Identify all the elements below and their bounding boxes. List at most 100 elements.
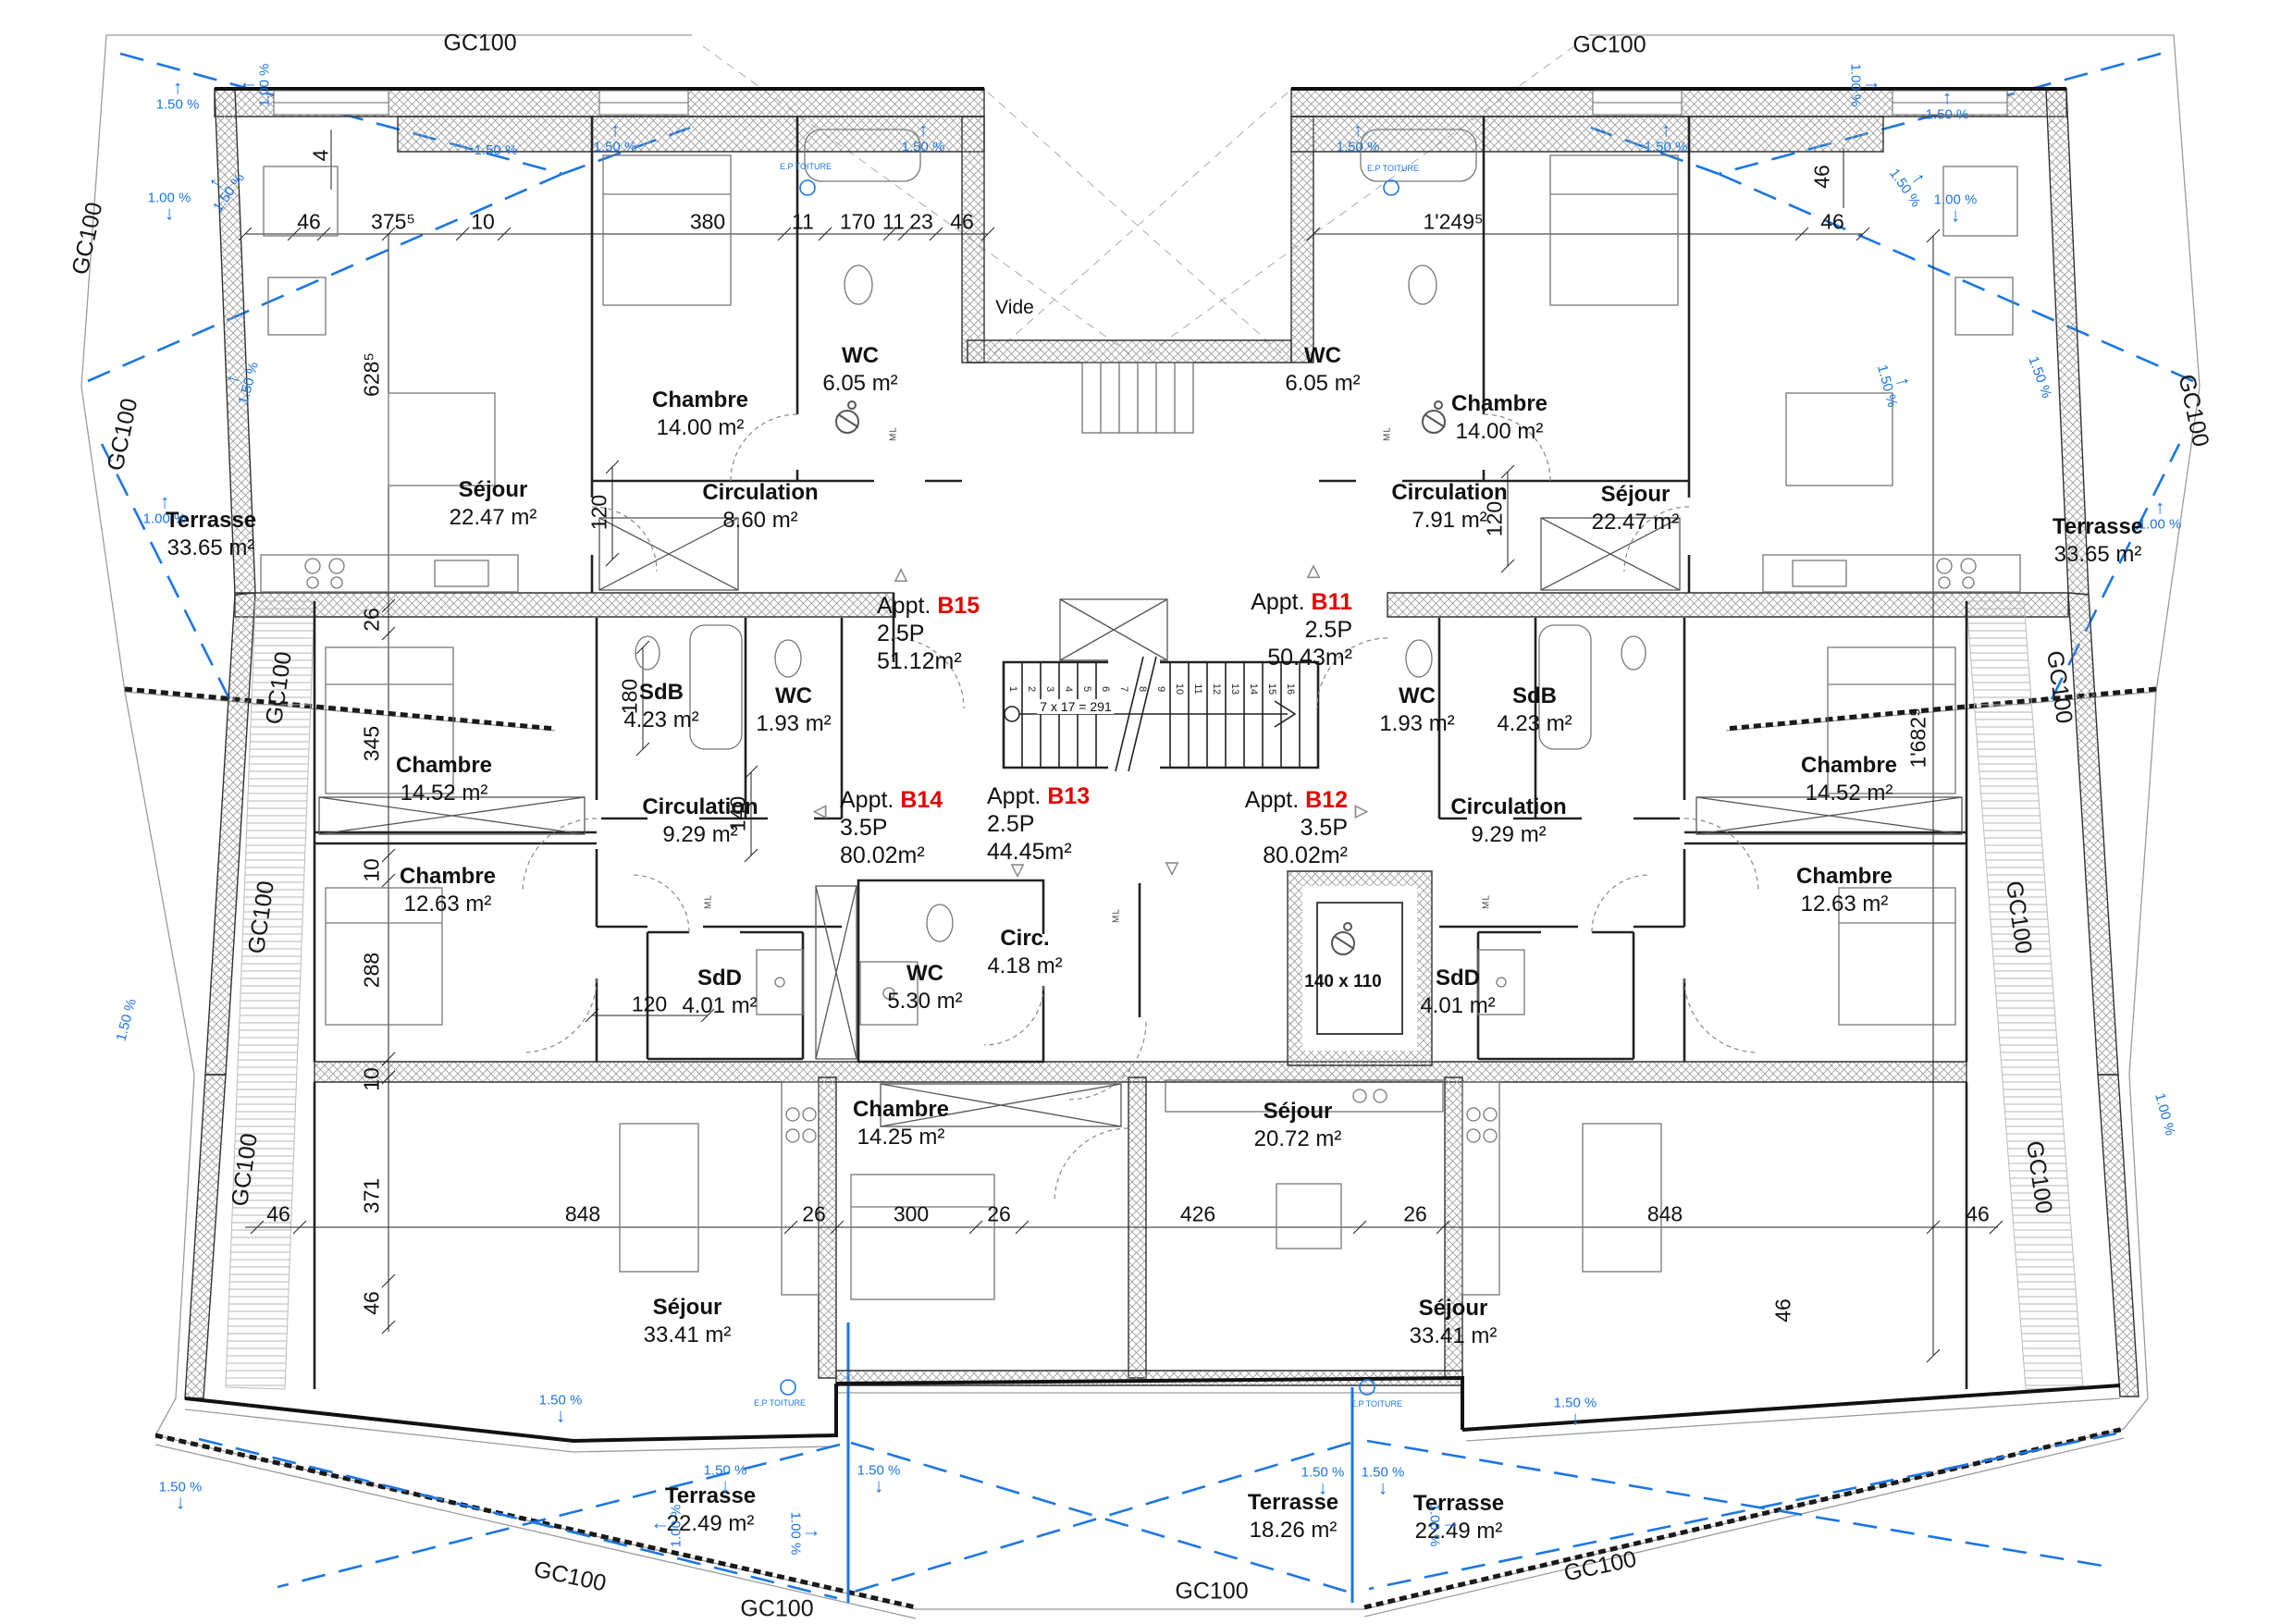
dimension-label: 10	[359, 1067, 384, 1091]
staircase	[1004, 656, 1301, 772]
slope-label: 1.00 %↓	[147, 190, 191, 225]
room-area: 14.52 m²	[400, 781, 488, 806]
slope-arrow-icon: ↓	[1570, 1408, 1581, 1430]
room-area: 12.63 m²	[403, 892, 492, 917]
room-name: Terrasse	[664, 1483, 757, 1508]
gc100-label: GC100	[2001, 879, 2037, 956]
room-name: SdD	[697, 966, 742, 990]
room-area: 33.65 m²	[2053, 542, 2142, 567]
slope-arrow-icon: ↑	[610, 119, 621, 141]
room-area: 4.23 m²	[623, 707, 699, 732]
gc100-label: GC100	[227, 1131, 263, 1209]
gc100-label: GC100	[1175, 1578, 1249, 1605]
partitions	[313, 117, 1968, 1389]
apartment-entry-marker: ▿	[1165, 852, 1179, 883]
slope-arrow-icon: ↓	[720, 1475, 731, 1497]
room-name: Circulation	[642, 794, 758, 819]
slope-arrow-icon: ↓	[873, 1475, 884, 1497]
apartment-id: B14	[900, 787, 943, 813]
slope-arrow-icon: ↓	[1950, 204, 1961, 227]
room-name: Séjour	[652, 1295, 722, 1320]
room-name: Séjour	[1600, 482, 1671, 507]
slope-arrow-icon: ↑	[159, 491, 170, 513]
room-area: 22.49 m²	[1414, 1519, 1503, 1544]
slope-label: ↑1.00 %	[237, 63, 273, 107]
stair-step-number: 8	[1137, 685, 1148, 693]
dimension-label: 26	[802, 1201, 826, 1226]
room-name: WC	[842, 343, 879, 368]
apartment-area: 80.02m²	[1263, 843, 1348, 868]
room-name: WC	[906, 961, 943, 986]
roof-drain-icons	[780, 179, 1399, 1396]
slope-arrow-icon: ↓	[555, 1405, 566, 1427]
slope-label: 1.50 %	[113, 997, 140, 1043]
ep-toiture-label: E.P TOITURE	[1366, 164, 1420, 173]
elevator	[1302, 886, 1417, 1051]
stair-step-number: 14	[1248, 683, 1259, 695]
washing-machine-label: ML	[888, 426, 899, 441]
dimension-label: 46	[950, 209, 974, 234]
slope-arrow-icon: ↑	[801, 1528, 823, 1539]
slope-label: ↑1.50 %	[1336, 119, 1380, 155]
room-area: 1.93 m²	[1379, 711, 1455, 736]
dimension-label: 46	[359, 1291, 384, 1315]
dimension-label: 23	[909, 209, 933, 234]
room-area: 4.01 m²	[682, 993, 758, 1018]
room-label-sdd: SdD 4.01 m²	[682, 965, 757, 1020]
room-area: 14.00 m²	[1455, 419, 1544, 444]
room-area: 33.41 m²	[643, 1323, 732, 1347]
stair-step-number: 16	[1285, 683, 1296, 695]
dimension-label: 46	[266, 1201, 290, 1226]
dimension-label: 120	[586, 494, 611, 531]
gc100-label: GC100	[67, 200, 108, 277]
slope-label: ↑1.00 %	[648, 1504, 684, 1548]
apartment-type: 2.5P	[877, 621, 925, 646]
dimension-label: 46	[1809, 165, 1834, 189]
room-name: Terrasse	[165, 508, 257, 533]
terrace-divider-lines	[846, 1323, 1354, 1603]
gc100-label: GC100	[443, 30, 517, 56]
apartment-entry-marker: ▵	[894, 558, 908, 589]
gc100-label: GC100	[102, 396, 143, 474]
room-name: Séjour	[1418, 1296, 1488, 1321]
dimension-label: 375⁵	[371, 209, 415, 234]
stair-step-number: 4	[1063, 685, 1074, 693]
slope-label: 1.50 %↓	[1301, 1464, 1345, 1499]
dimension-label: 26	[987, 1201, 1011, 1226]
entrance-steps	[1081, 362, 1194, 434]
apartment-entry-marker: ◃	[812, 794, 827, 826]
room-name: WC	[1399, 683, 1436, 708]
washing-machine-label: ML	[1382, 426, 1393, 441]
room-area: 4.23 m²	[1497, 711, 1572, 736]
room-name: WC	[775, 683, 812, 708]
slope-label: 1.50 %	[2025, 354, 2055, 400]
dimension-label: 180	[617, 678, 642, 715]
room-area: 14.25 m²	[857, 1125, 945, 1150]
room-name: Circulation	[1391, 480, 1508, 505]
slope-arrow-icon: ↓	[1317, 1477, 1328, 1499]
gc100-label: GC100	[2173, 372, 2214, 449]
slope-arrow-icon: ↑	[1352, 119, 1363, 141]
room-area: 9.29 m²	[662, 822, 738, 847]
vide-label: Vide	[995, 297, 1034, 318]
closets	[318, 517, 1963, 1127]
room-name: Circ.	[1000, 926, 1050, 951]
room-label-circ: Circ.4.18 m²	[987, 925, 1062, 980]
apartment-type: 2.5P	[1304, 617, 1352, 643]
slope-label: 1.50 %↓	[158, 1479, 203, 1514]
door-arcs	[522, 413, 1759, 1203]
gc100-label: GC100	[2041, 648, 2078, 726]
